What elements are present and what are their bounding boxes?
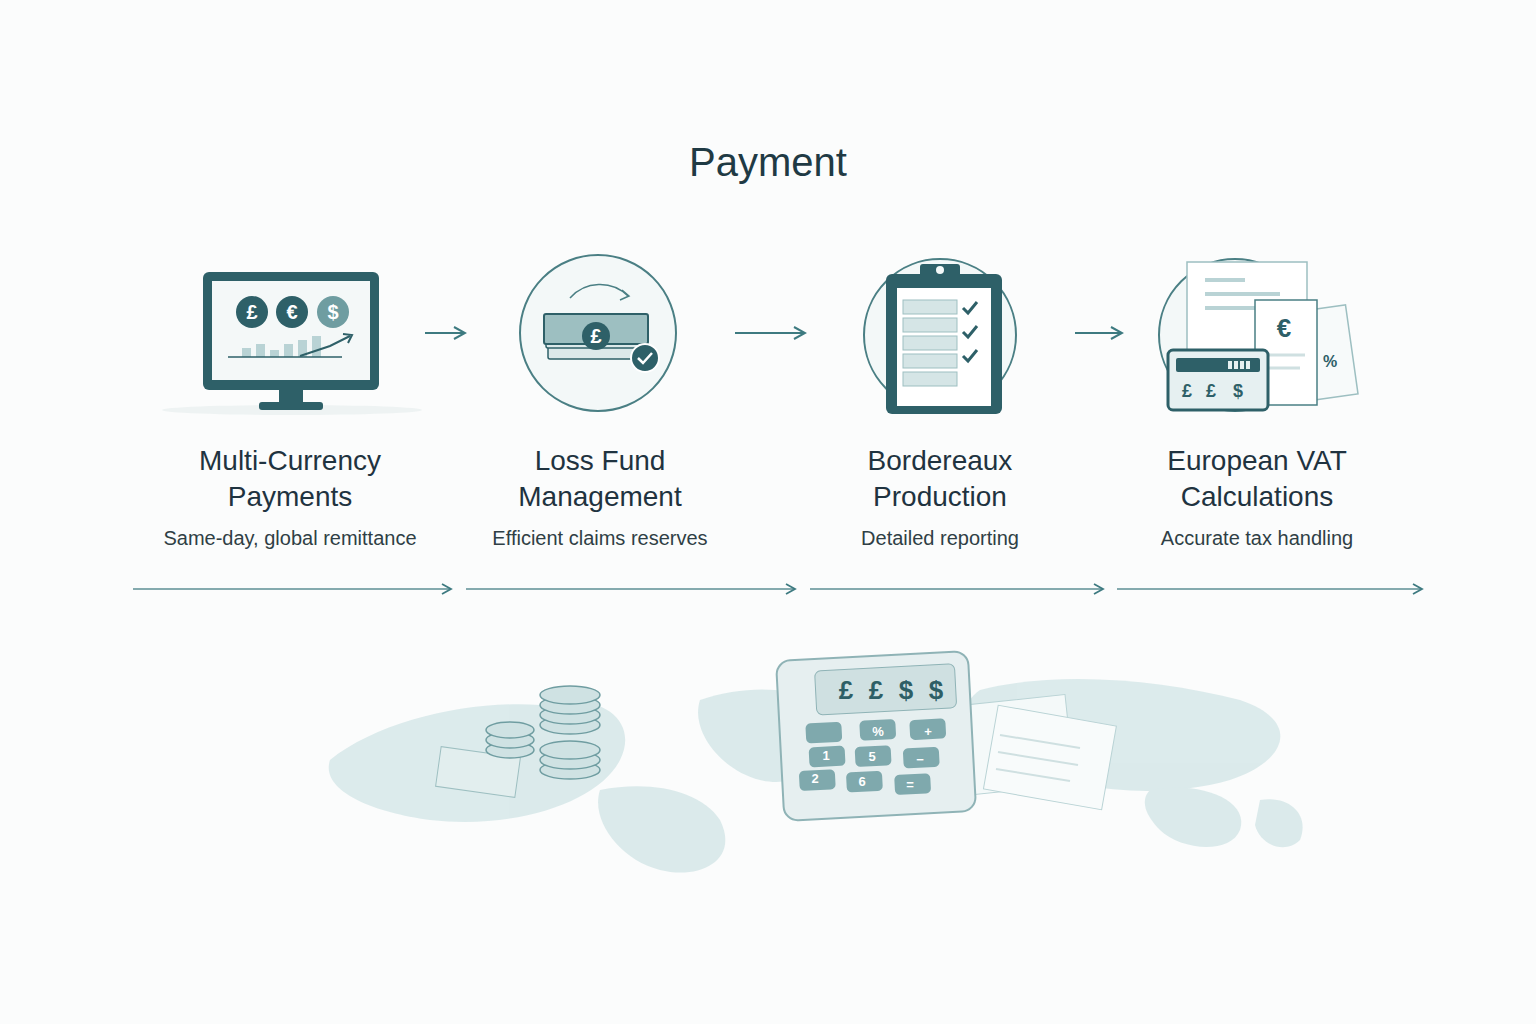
icon-symbol: 1 bbox=[822, 749, 829, 762]
step-description: Detailed reporting bbox=[809, 527, 1071, 550]
monitor-icon bbox=[162, 272, 422, 415]
icon-symbol: + bbox=[924, 725, 932, 738]
icon-symbol: £ bbox=[839, 677, 853, 703]
icon-symbol: £ bbox=[1182, 382, 1192, 400]
icon-symbol: £ bbox=[246, 302, 257, 322]
icon-symbol: − bbox=[916, 753, 924, 766]
step-heading: European VAT Calculations bbox=[1126, 443, 1388, 515]
clipboard-icon bbox=[864, 259, 1016, 414]
icon-symbol: 6 bbox=[858, 775, 865, 788]
step-box: Loss Fund ManagementEfficient claims res… bbox=[469, 255, 731, 550]
step-box: European VAT CalculationsAccurate tax ha… bbox=[1126, 255, 1388, 550]
papers bbox=[956, 694, 1117, 809]
flow-arrow bbox=[1075, 332, 1122, 334]
icon-symbol: = bbox=[906, 778, 914, 791]
step-box: Bordereaux ProductionDetailed reporting bbox=[809, 255, 1071, 550]
step-description: Efficient claims reserves bbox=[469, 527, 731, 550]
icon-symbol: € bbox=[286, 302, 297, 322]
vat-icon bbox=[1159, 259, 1358, 411]
icon-symbol: $ bbox=[1233, 382, 1243, 400]
step-description: Same-day, global remittance bbox=[159, 527, 421, 550]
icon-symbol: € bbox=[1277, 315, 1291, 341]
step-heading: Multi-Currency Payments bbox=[159, 443, 421, 515]
icon-symbol: % bbox=[1323, 354, 1337, 370]
icon-symbol: 5 bbox=[868, 750, 875, 763]
icon-symbol: £ bbox=[1206, 382, 1216, 400]
step-heading: Loss Fund Management bbox=[469, 443, 731, 515]
icon-symbol: $ bbox=[327, 302, 338, 322]
icon-symbol: % bbox=[872, 725, 884, 738]
flow-arrow bbox=[735, 332, 805, 334]
icon-symbol: $ bbox=[929, 677, 943, 703]
icon-symbol: £ bbox=[590, 326, 601, 346]
step-description: Accurate tax handling bbox=[1126, 527, 1388, 550]
diagram-title: Payment bbox=[0, 140, 1536, 185]
flow-arrow bbox=[425, 332, 465, 334]
icon-symbol: 2 bbox=[811, 772, 818, 785]
loss-fund-icon bbox=[520, 255, 676, 411]
step-heading: Bordereaux Production bbox=[809, 443, 1071, 515]
coins bbox=[436, 686, 600, 797]
calculator bbox=[776, 651, 976, 821]
step-box: Multi-Currency PaymentsSame-day, global … bbox=[159, 255, 421, 550]
icon-symbol: $ bbox=[899, 677, 913, 703]
icon-symbol: £ bbox=[869, 677, 883, 703]
timeline-arrows bbox=[133, 588, 1422, 590]
